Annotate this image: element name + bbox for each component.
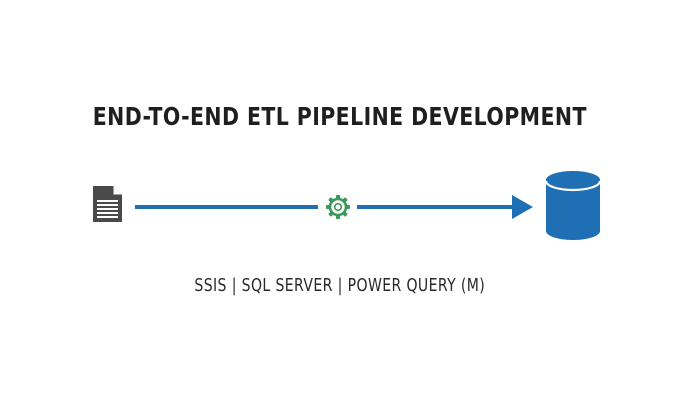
document-icon — [93, 186, 122, 222]
slide-title: END-TO-END ETL PIPELINE DEVELOPMENT — [92, 102, 587, 131]
arrow-head — [512, 195, 533, 219]
technology-stack-label: SSIS | SQL SERVER | POWER QUERY (M) — [194, 275, 486, 296]
database-icon — [544, 171, 602, 240]
gear-icon — [326, 195, 350, 219]
